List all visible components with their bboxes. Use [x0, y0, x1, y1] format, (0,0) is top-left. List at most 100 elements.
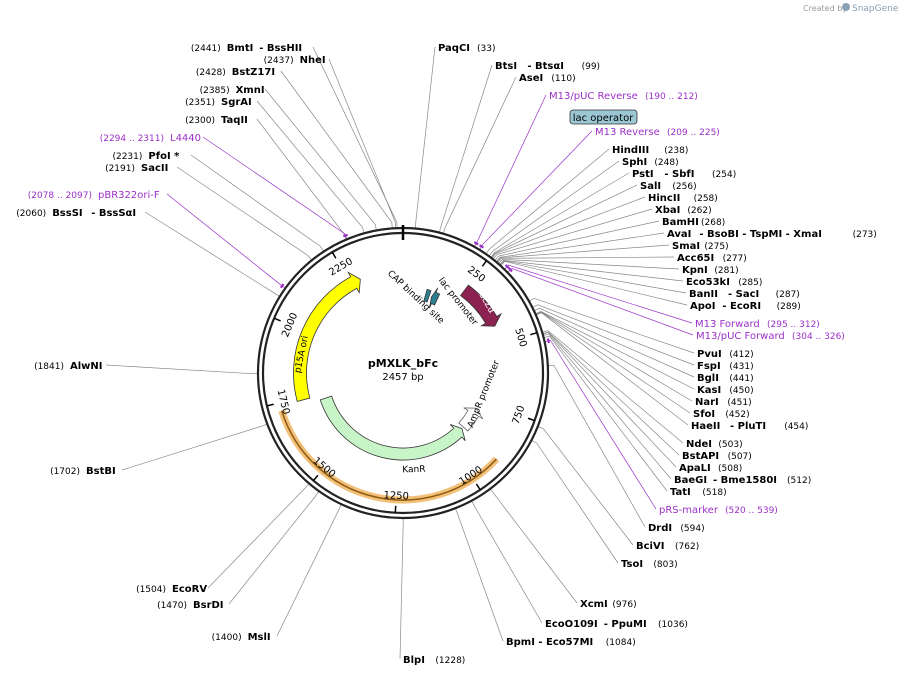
tick-mark — [481, 260, 488, 267]
site-position: (238) — [664, 146, 688, 156]
site-name: SgrAI — [221, 97, 252, 108]
feature-kanr — [319, 395, 466, 461]
site-position: (2300) — [185, 116, 215, 126]
site-name: M13/pUC Reverse — [549, 91, 638, 102]
leader-line — [312, 46, 398, 229]
site-name: pRS-marker — [659, 505, 719, 516]
site-label-fspi: FspI (431) — [697, 361, 754, 372]
leader-line — [490, 172, 630, 258]
site-position: (2428) — [196, 68, 226, 78]
leader-line — [455, 508, 504, 642]
tick-mark — [312, 474, 319, 482]
site-name: BlpI — [403, 655, 425, 666]
leader-line — [498, 258, 680, 270]
site-label-drdi: DrdI(594) — [648, 523, 705, 534]
plasmid-name: pMXLK_bFc — [368, 357, 438, 370]
site-label-banii: BanII - SacI (287) — [689, 289, 800, 300]
site-position: (209 .. 225) — [667, 128, 720, 138]
leader-line — [544, 339, 657, 510]
leader-line — [543, 335, 668, 492]
site-label-nhei: NheI(2437) — [264, 55, 326, 66]
site-position: (110) — [551, 74, 575, 84]
feature-cap-binding-site — [423, 288, 432, 303]
leader-line — [438, 64, 493, 233]
site-name: BstBI — [86, 466, 116, 477]
site-label-kasi: KasI(450) — [697, 385, 754, 396]
site-name: L4440 — [170, 133, 201, 144]
site-label-pbr322ori-f: pBR322ori-F(2078 .. 2097) — [28, 190, 160, 201]
site-position: (256) — [672, 182, 696, 192]
leader-line — [414, 46, 436, 229]
site-position: (99) — [582, 62, 600, 72]
leader-line — [485, 148, 610, 255]
site-position: (33) — [477, 44, 495, 54]
site-name: BmtI — [227, 43, 254, 54]
site-position: (2351) — [185, 98, 215, 108]
site-name-extra: - BsoBI - TspMI - XmaI — [699, 229, 822, 240]
site-position: (1470) — [157, 601, 187, 611]
site-name: BsrDI — [193, 600, 224, 611]
feature-lacz — [460, 284, 503, 327]
site-label-acc65i: Acc65I(277) — [677, 253, 747, 264]
site-label-bstz17i: BstZ17I(2428) — [196, 67, 275, 78]
site-label-ecoo109i: EcoO109I- PpuMI(1036) — [545, 619, 688, 630]
site-label-btsi: BtsI- BtsαI(99) — [495, 61, 600, 72]
site-position: (273) — [853, 230, 877, 240]
site-name: BanII — [689, 289, 718, 300]
site-position: (451) — [727, 398, 751, 408]
site-label-nari: NarI(451) — [695, 397, 752, 408]
tick-label: 750 — [511, 404, 528, 426]
site-position: (289) — [777, 302, 801, 312]
site-label-apoi: ApoI- EcoRI(289) — [690, 301, 801, 312]
site-position: (287) — [776, 290, 800, 300]
site-name: PstI — [632, 169, 654, 180]
site-label-blpi: BlpI(1228) — [403, 655, 465, 666]
site-label-bstbi: BstBI(1702) — [50, 466, 116, 477]
site-position: (976) — [612, 600, 636, 610]
site-name-extra: - SacI — [728, 289, 759, 300]
site-label-ndei: NdeI(503) — [686, 439, 743, 450]
site-position: (450) — [729, 386, 753, 396]
primer-mark — [478, 244, 485, 249]
site-position: (762) — [675, 542, 699, 552]
site-name: NdeI — [686, 439, 712, 450]
leader-line — [535, 311, 693, 402]
site-label-hincii: HincII(258) — [648, 193, 718, 204]
leader-line — [496, 244, 670, 263]
leader-line — [442, 76, 517, 234]
site-name: HincII — [648, 193, 680, 204]
site-position: (2441) — [191, 44, 221, 54]
site-name: EcoRV — [172, 584, 207, 595]
leader-line — [504, 264, 693, 324]
leader-line — [495, 232, 665, 263]
site-name-extra: - Eco57MI — [538, 637, 593, 648]
site-name: DrdI — [648, 523, 672, 534]
site-name-extra: - BssSαI — [91, 208, 136, 219]
leader-line — [500, 261, 688, 306]
leader-line — [542, 333, 672, 480]
site-label-paqci: PaqCI(33) — [438, 43, 495, 54]
tick-mark — [527, 417, 535, 422]
plasmid-center-label: pMXLK_bFc 2457 bp — [368, 357, 438, 383]
site-label-baegi: BaeGI- Bme1580I(512) — [674, 475, 811, 486]
site-name: TatI — [670, 487, 691, 498]
snapgene-credit: Created by SnapGene — [803, 3, 899, 14]
site-label-xbai: XbaI(262) — [655, 205, 712, 216]
site-label-eco53ki: Eco53kI(285) — [686, 277, 762, 288]
site-position: (520 .. 539) — [725, 506, 778, 516]
site-name: ApoI — [690, 301, 716, 312]
site-position: (452) — [725, 410, 749, 420]
site-name: SmaI — [672, 241, 700, 252]
tick-label: 500 — [512, 327, 528, 348]
leader-line — [494, 220, 660, 261]
site-label-sfoi: SfoI(452) — [693, 409, 750, 420]
site-name: BstAPI — [682, 451, 719, 462]
leader-line — [537, 426, 634, 546]
site-name-extra: - PpuMI — [604, 619, 647, 630]
site-name: FspI — [697, 361, 721, 372]
leader-line — [256, 118, 347, 240]
site-position: (431) — [729, 362, 753, 372]
leader-line — [542, 330, 684, 444]
